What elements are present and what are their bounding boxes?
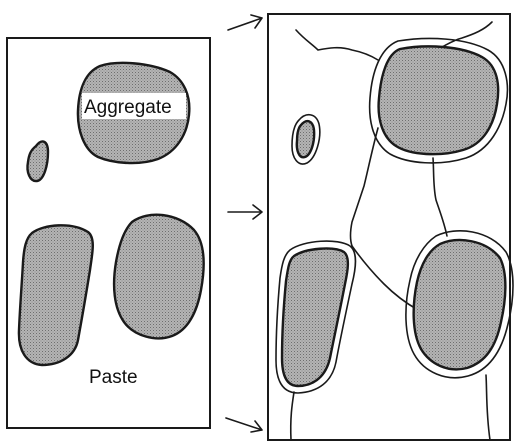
arrow-bottom (226, 418, 262, 432)
arrow-middle (228, 205, 262, 219)
aggregate-particle-lower-right-cracked (414, 240, 506, 369)
arrows-group (226, 15, 262, 432)
arrow-top (228, 15, 262, 30)
aggregate-particle-lower-right (114, 215, 204, 339)
right-panel-cracked (268, 14, 513, 440)
paste-label: Paste (89, 367, 138, 388)
aggregate-particle-top-cracked (379, 46, 499, 154)
left-panel-intact: Aggregate Paste (7, 38, 210, 428)
aggregate-label: Aggregate (84, 97, 172, 118)
aggregate-particle-small-cracked (297, 121, 314, 157)
